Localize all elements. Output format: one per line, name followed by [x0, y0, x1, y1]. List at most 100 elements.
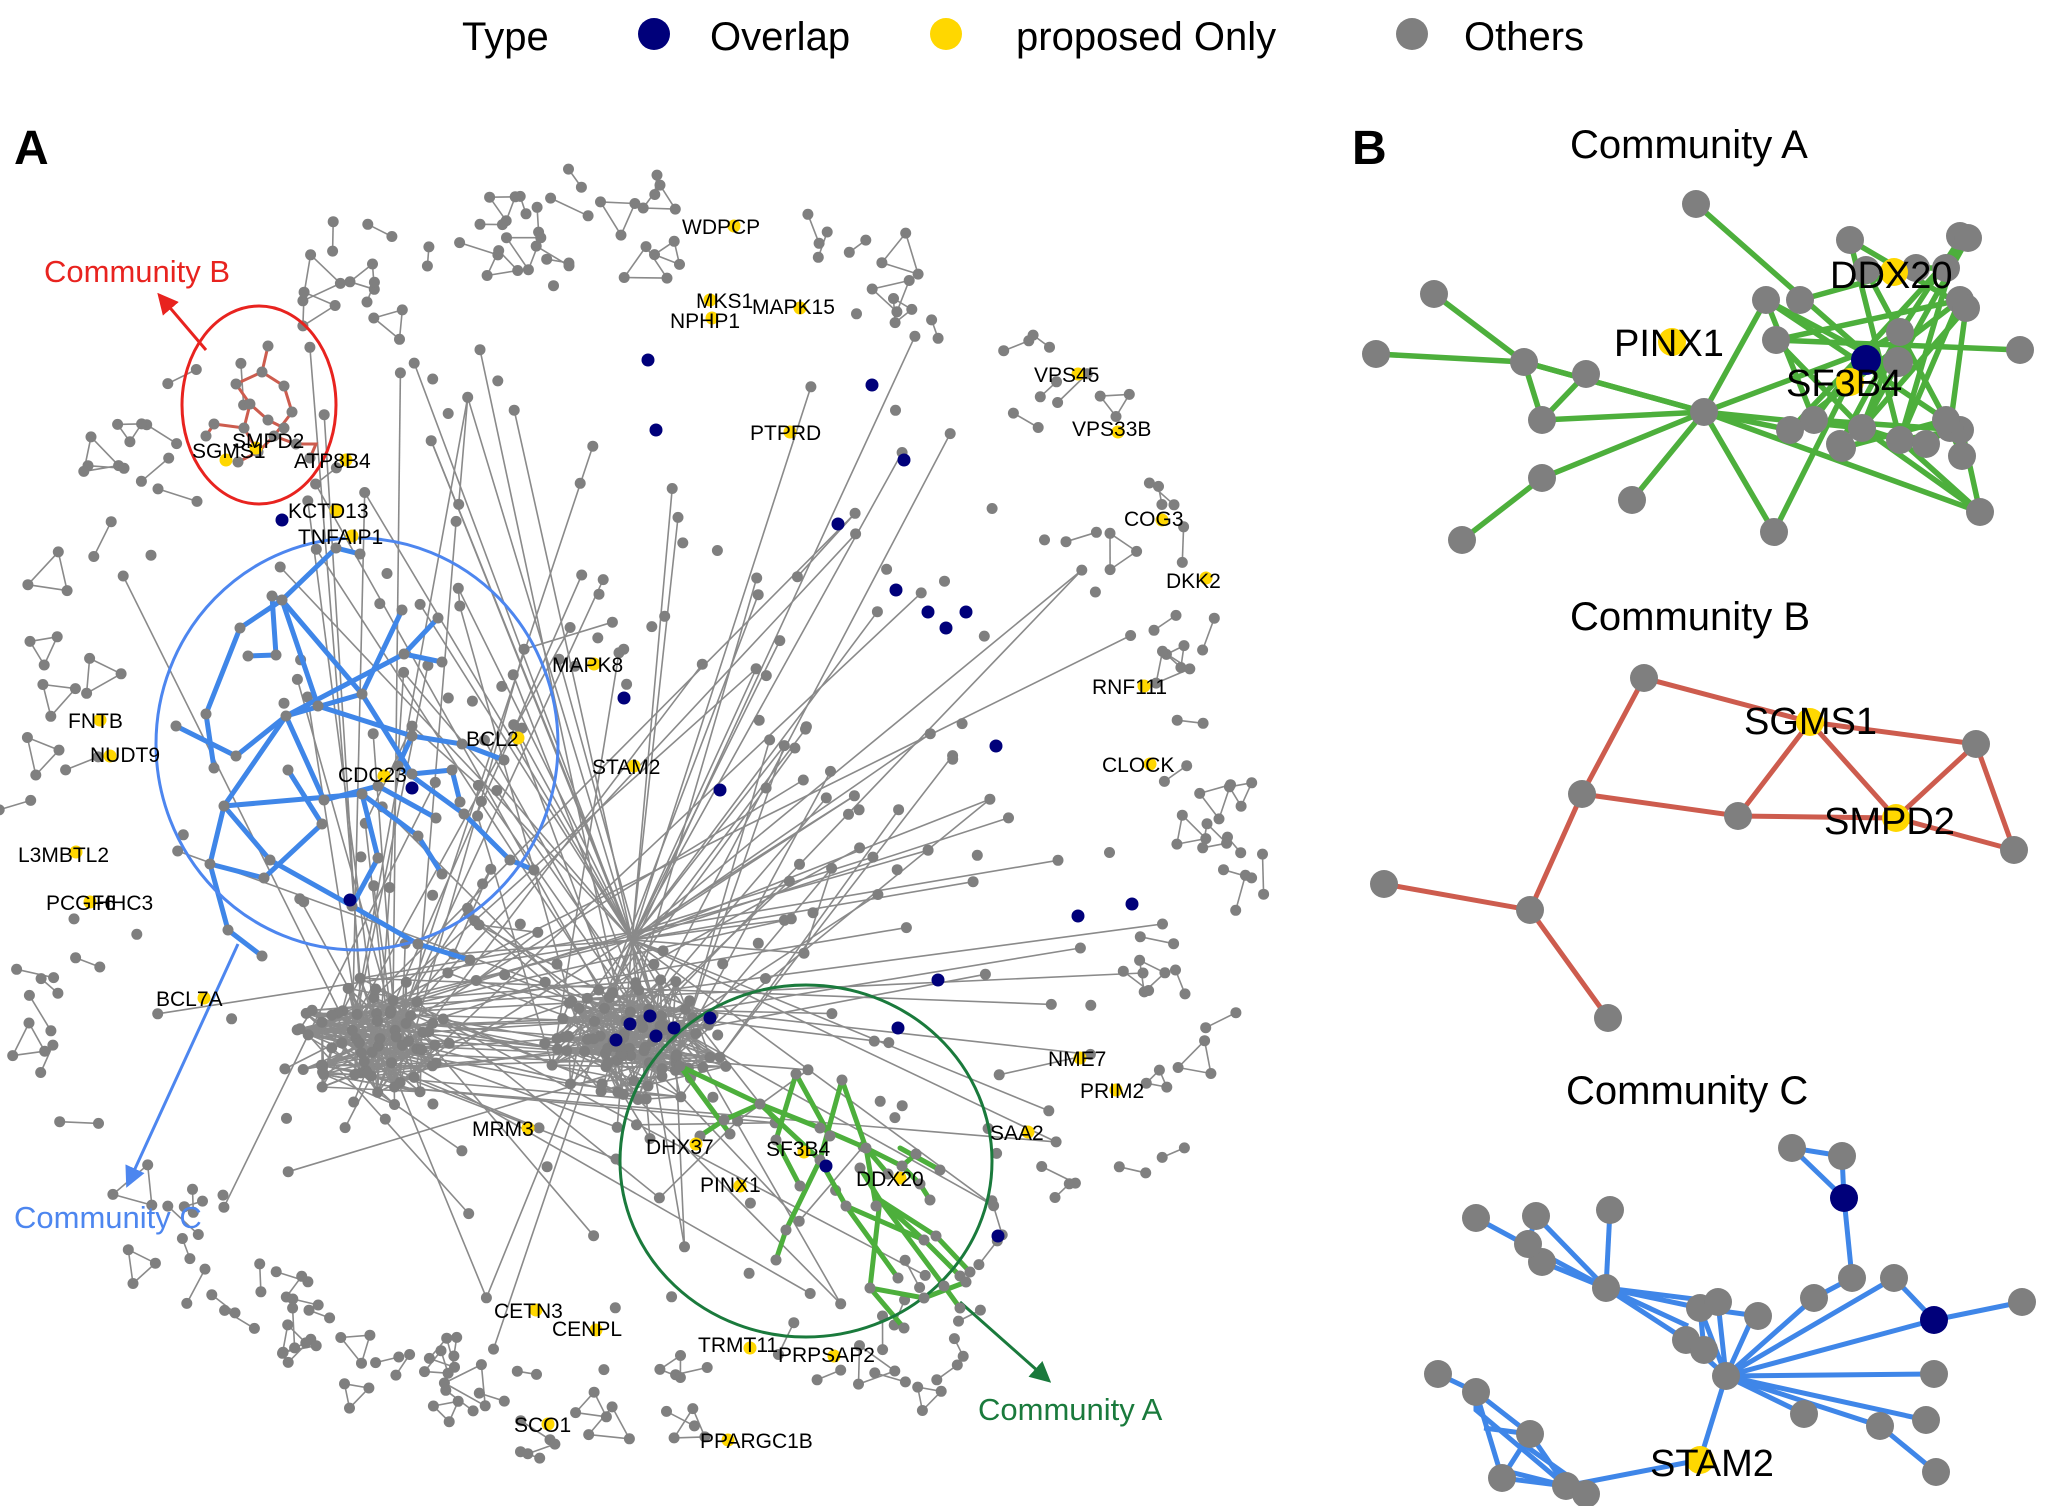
overlap-node: [921, 605, 935, 619]
network-node: [492, 375, 504, 387]
subnetwork-node: [1568, 780, 1596, 808]
network-edge: [402, 671, 633, 941]
network-node: [717, 958, 729, 970]
gene-label-cog3: COG3: [1124, 508, 1184, 531]
network-node: [229, 1307, 241, 1319]
subnetwork-node: [1962, 730, 1990, 758]
network-node: [668, 235, 680, 247]
network-node: [1201, 818, 1213, 830]
network-edge: [605, 569, 1083, 1068]
network-node: [889, 317, 901, 329]
proposed-node: [1111, 425, 1125, 439]
network-edge: [478, 924, 600, 991]
background-nodes: [0, 163, 1270, 1464]
gene-label-sf3b4: SF3B4: [766, 1138, 831, 1161]
network-edge: [1177, 1066, 1212, 1075]
network-node: [947, 753, 959, 765]
network-node: [549, 1438, 561, 1450]
network-node: [788, 1317, 800, 1329]
network-edge: [624, 276, 668, 279]
subnetwork-a-label-ddx20: DDX20: [1830, 255, 1953, 297]
community-node: [204, 858, 216, 870]
network-node: [190, 364, 202, 375]
subnetwork-node: [1776, 416, 1804, 444]
network-node: [411, 996, 423, 1008]
network-node: [427, 373, 439, 385]
network-node: [52, 546, 64, 558]
network-node: [305, 249, 317, 261]
network-node: [744, 1197, 756, 1209]
overlap-node: [667, 1021, 681, 1035]
network-node: [534, 1452, 546, 1464]
network-node: [298, 286, 310, 298]
network-edge: [157, 939, 633, 1015]
network-node: [588, 1230, 600, 1242]
network-node: [145, 549, 157, 561]
network-edge: [240, 363, 245, 406]
network-edge: [167, 1205, 199, 1236]
network-node: [94, 961, 106, 973]
network-node: [826, 1008, 838, 1020]
network-node: [197, 1195, 208, 1207]
gene-label-mks1: MKS1: [696, 290, 753, 313]
network-node: [281, 1112, 292, 1124]
network-node: [363, 1382, 375, 1394]
network-edge: [675, 739, 771, 1064]
network-node: [1134, 954, 1146, 966]
network-node: [697, 1061, 709, 1073]
subnetwork-node: [1528, 464, 1556, 492]
network-node: [187, 1206, 199, 1218]
network-node: [642, 1080, 654, 1092]
network-node: [1104, 564, 1116, 576]
network-node: [825, 765, 836, 777]
overlap-node: [405, 781, 419, 795]
network-node: [450, 515, 462, 527]
community-c-arrow: [125, 943, 240, 1188]
network-node: [368, 276, 380, 288]
community-node: [896, 1160, 908, 1172]
network-node: [598, 1364, 610, 1376]
network-node: [752, 937, 764, 949]
subnetwork-node: [1886, 318, 1914, 346]
network-node: [866, 283, 878, 295]
network-node: [732, 1115, 744, 1127]
subnetwork-c-nodes: [1424, 1134, 2036, 1506]
network-node: [191, 495, 203, 507]
network-node: [335, 1332, 347, 1343]
network-node: [1032, 422, 1044, 433]
network-edge: [513, 410, 633, 941]
subnetwork-node: [2006, 336, 2034, 364]
network-node: [1175, 662, 1187, 673]
proposed-node: [893, 1171, 907, 1185]
network-node: [872, 889, 884, 900]
community-a-circle: [618, 983, 994, 1339]
subnetwork-node: [1852, 256, 1880, 284]
network-edge: [475, 931, 539, 982]
community-node: [458, 808, 470, 820]
network-node: [131, 928, 143, 940]
network-node: [587, 440, 599, 452]
network-node: [60, 764, 72, 776]
subnetwork-node: [1596, 1196, 1624, 1224]
subnetwork-a-label-sf3b4: SF3B4: [1786, 363, 1902, 405]
network-node: [600, 1411, 612, 1423]
network-node: [54, 1116, 66, 1128]
gene-label-nme7: NME7: [1048, 1048, 1106, 1071]
network-node: [443, 1037, 455, 1049]
network-node: [916, 1405, 928, 1416]
network-node: [416, 1044, 427, 1056]
network-edge: [1234, 875, 1247, 911]
subnetwork-node: [1902, 254, 1930, 282]
community-node: [286, 406, 298, 418]
network-edge: [478, 924, 538, 934]
network-node: [118, 462, 130, 474]
subnetwork-node: [1912, 1406, 1940, 1434]
network-node: [551, 1033, 563, 1044]
gene-label-cetn3: CETN3: [494, 1300, 563, 1323]
network-node: [1178, 521, 1190, 533]
network-node: [385, 1005, 397, 1017]
network-node: [306, 1004, 318, 1016]
network-node: [39, 1045, 51, 1057]
subnetwork-c-overlap-node-1: [1830, 1184, 1858, 1212]
network-node: [425, 435, 437, 447]
